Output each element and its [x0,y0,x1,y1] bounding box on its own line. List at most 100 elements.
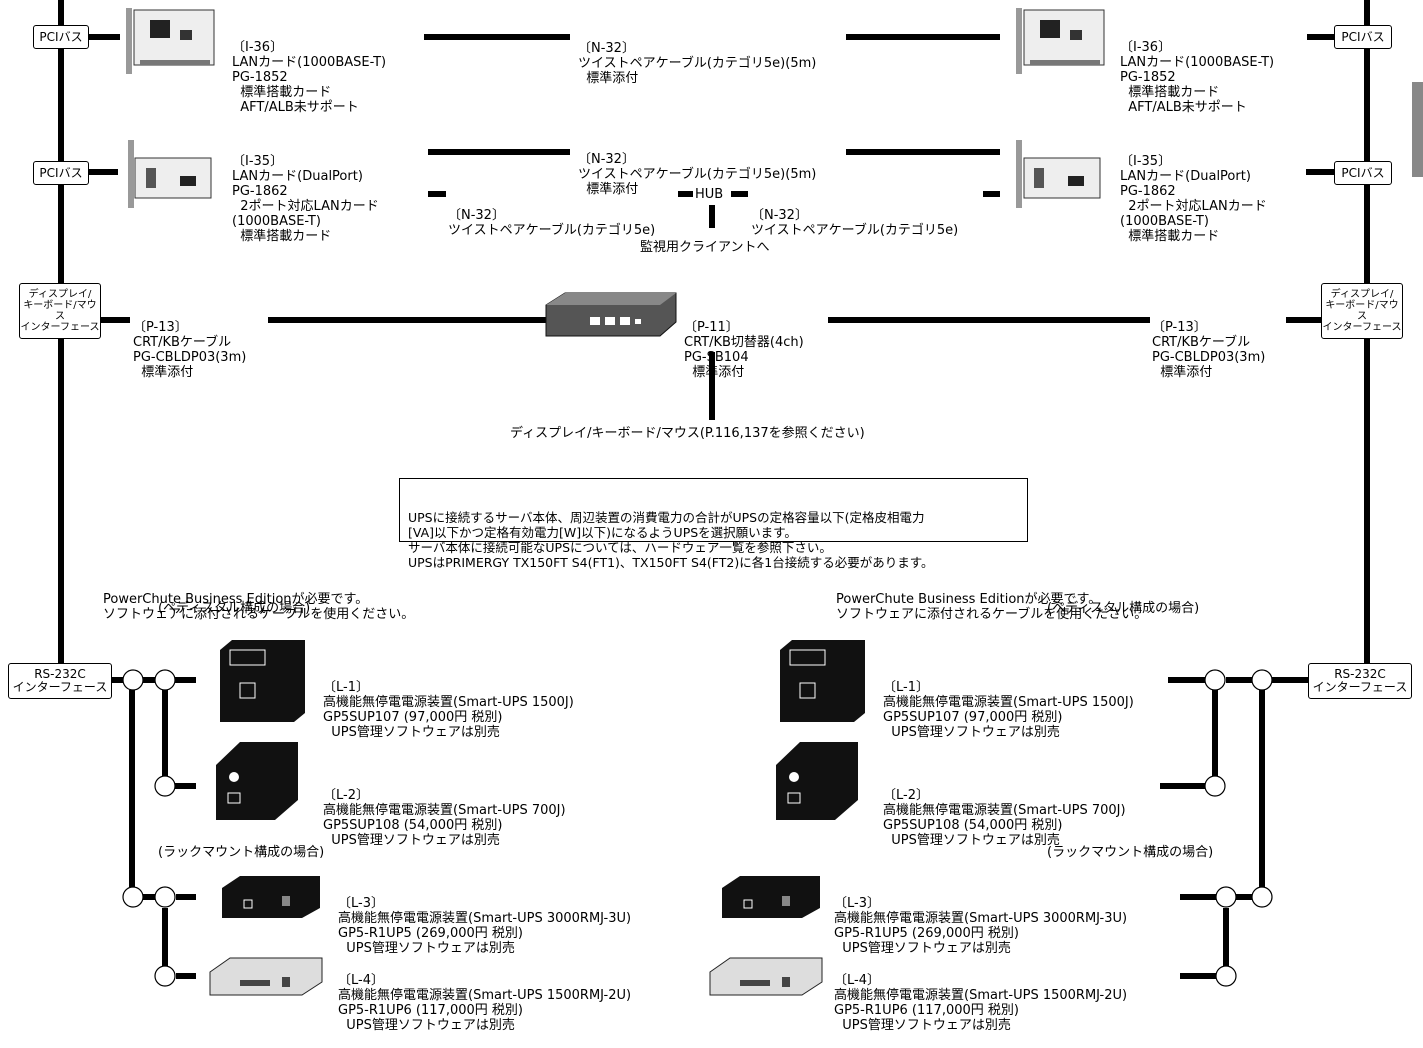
rs232-line-1: RS-232C [1334,667,1386,681]
ups-l3-left-image [222,876,320,918]
p13-id: 〔P-13〕 [133,320,188,335]
p13-note: 標準添付 [1152,365,1213,380]
display-interface-label-right: ディスプレイ/キーボード/マウスインターフェース [1321,283,1403,339]
p11-model: PG-SB104 [684,350,749,365]
display-if-line-1: ディスプレイ/ [28,289,92,300]
lan-card-i35-left-image [128,140,212,208]
l2-name: 高機能無停電電源装置(Smart-UPS 700J) [323,803,566,818]
i35-id: 〔I-35〕 [1120,154,1172,169]
l3-note: UPS管理ソフトウェアは別売 [834,941,1011,956]
n32-note: 標準添付 [578,71,639,86]
p13-name: CRT/KBケーブル [1152,335,1251,350]
ups-l1-left-image [220,640,305,722]
i35-note-1: 2ポート対応LANカード [1120,199,1267,214]
display-destination-label: ディスプレイ/キーボード/マウス(P.116,137を参照ください) [510,426,865,441]
display-if-line-3: インターフェース [20,322,100,333]
n32-middle-label: 〔N-32〕ツイストペアケーブル(カテゴリ5e)(5m) 標準添付 [578,122,816,212]
l4-model: GP5-R1UP6 (117,000円 税別) [338,1003,523,1018]
p13-id: 〔P-13〕 [1152,320,1207,335]
powerchute-note-left: PowerChute Business Editionが必要です。ソフトウェアに… [103,562,414,637]
i36-note-2: AFT/ALB未サポート [1120,100,1247,115]
ups-note-line-2: [VA]以下かつ定格有効電力[W]以下)になるようUPSを選択願います。 [408,525,797,540]
l4-id: 〔L-4〕 [338,973,384,988]
l4-model: GP5-R1UP6 (117,000円 税別) [834,1003,1019,1018]
powerchute-line-1: PowerChute Business Editionが必要です。 [103,592,369,607]
l3-name: 高機能無停電電源装置(Smart-UPS 3000RMJ-3U) [834,911,1128,926]
i36-id: 〔I-36〕 [232,40,284,55]
l1-id: 〔L-1〕 [323,680,369,695]
n32-hub-left-label: 〔N-32〕ツイストペアケーブル(カテゴリ5e) [448,178,655,253]
l4-name: 高機能無停電電源装置(Smart-UPS 1500RMJ-2U) [834,988,1128,1003]
i35-id: 〔I-35〕 [232,154,284,169]
l2-note: UPS管理ソフトウェアは別売 [883,833,1060,848]
p11-name: CRT/KB切替器(4ch) [684,335,804,350]
n32-name: ツイストペアケーブル(カテゴリ5e)(5m) [578,167,817,182]
i36-note-1: 標準搭載カード [1120,85,1220,100]
l4-left-label: 〔L-4〕高機能無停電電源装置(Smart-UPS 1500RMJ-2U)GP5… [338,943,631,1048]
l2-id: 〔L-2〕 [323,788,369,803]
n32-id: 〔N-32〕 [448,208,505,223]
rackmount-label-right: (ラックマウント構成の場合) [1047,845,1214,860]
hub-label: HUB [693,187,726,202]
p13-model: PG-CBLDP03(3m) [133,350,247,365]
kvm-switch-image [545,292,677,337]
i36-model: PG-1852 [1120,70,1176,85]
l2-model: GP5SUP108 (54,000円 税別) [883,818,1063,833]
pedestal-label-right: (ペディスタル構成の場合) [1047,601,1200,616]
l1-left-label: 〔L-1〕高機能無停電電源装置(Smart-UPS 1500J)GP5SUP10… [323,650,574,755]
i36-name: LANカード(1000BASE-T) [1120,55,1275,70]
ups-l2-right-image [776,742,858,820]
l1-right-label: 〔L-1〕高機能無停電電源装置(Smart-UPS 1500J)GP5SUP10… [883,650,1134,755]
p11-id: 〔P-11〕 [684,320,739,335]
ups-note-line-3: サーバ本体に接続可能なUPSについては、ハードウェア一覧を参照下さい。 [408,540,832,555]
side-tab-marker [1412,82,1423,177]
ups-note-line-1: UPSに接続するサーバ本体、周辺装置の消費電力の合計がUPSの定格容量以下(定格… [408,510,925,525]
i35-right-label: 〔I-35〕LANカード(DualPort)PG-1862 2ポート対応LANカ… [1120,124,1267,259]
pci-bus-label-right-1: PCIバス [1334,25,1392,49]
ups-l1-right-image [780,640,865,722]
i35-note-2: (1000BASE-T) [232,214,321,229]
display-interface-label-left: ディスプレイ/キーボード/マウスインターフェース [19,283,101,339]
n32-id: 〔N-32〕 [751,208,808,223]
l3-left-label: 〔L-3〕高機能無停電電源装置(Smart-UPS 3000RMJ-3U)GP5… [338,866,631,971]
l3-right-label: 〔L-3〕高機能無停電電源装置(Smart-UPS 3000RMJ-3U)GP5… [834,866,1127,971]
display-if-line-2: キーボード/マウス [1325,300,1399,322]
ups-note-line-4: UPSはPRIMERGY TX150FT S4(FT1)、TX150FT S4(… [408,555,934,570]
pci-bus-text: PCIバス [1341,29,1385,44]
rs232-line-1: RS-232C [34,667,86,681]
p11-note: 標準添付 [684,365,745,380]
l4-name: 高機能無停電電源装置(Smart-UPS 1500RMJ-2U) [338,988,632,1003]
n32-note: 標準添付 [578,182,639,197]
l2-model: GP5SUP108 (54,000円 税別) [323,818,503,833]
display-if-line-2: キーボード/マウス [23,300,97,322]
powerchute-note-right: PowerChute Business Editionが必要です。ソフトウェアに… [836,562,1147,637]
rs232-line-2: インターフェース [1312,680,1408,694]
i35-model: PG-1862 [232,184,288,199]
l2-note: UPS管理ソフトウェアは別売 [323,833,500,848]
l1-note: UPS管理ソフトウェアは別売 [883,725,1060,740]
l4-id: 〔L-4〕 [834,973,880,988]
l2-id: 〔L-2〕 [883,788,929,803]
l1-name: 高機能無停電電源装置(Smart-UPS 1500J) [323,695,574,710]
i35-note-3: 標準搭載カード [232,229,332,244]
i36-name: LANカード(1000BASE-T) [232,55,387,70]
powerchute-line-2: ソフトウェアに添付されるケーブルを使用ください。 [103,607,415,622]
display-if-line-3: インターフェース [1322,322,1402,333]
ups-l4-right-image [709,957,823,996]
ups-l2-left-image [216,742,298,820]
p13-note: 標準添付 [133,365,194,380]
l1-id: 〔L-1〕 [883,680,929,695]
n32-name: ツイストペアケーブル(カテゴリ5e)(5m) [578,56,817,71]
pci-bus-label-left-2: PCIバス [33,161,89,185]
diagram-lines [58,0,1370,996]
i36-model: PG-1852 [232,70,288,85]
l3-name: 高機能無停電電源装置(Smart-UPS 3000RMJ-3U) [338,911,632,926]
rackmount-label-left: (ラックマウント構成の場合) [158,845,325,860]
i35-note-3: 標準搭載カード [1120,229,1220,244]
n32-name: ツイストペアケーブル(カテゴリ5e) [751,223,959,238]
l2-left-label: 〔L-2〕高機能無停電電源装置(Smart-UPS 700J)GP5SUP108… [323,758,566,863]
i35-name: LANカード(DualPort) [1120,169,1251,184]
n32-hub-right-label: 〔N-32〕ツイストペアケーブル(カテゴリ5e) [751,178,958,253]
